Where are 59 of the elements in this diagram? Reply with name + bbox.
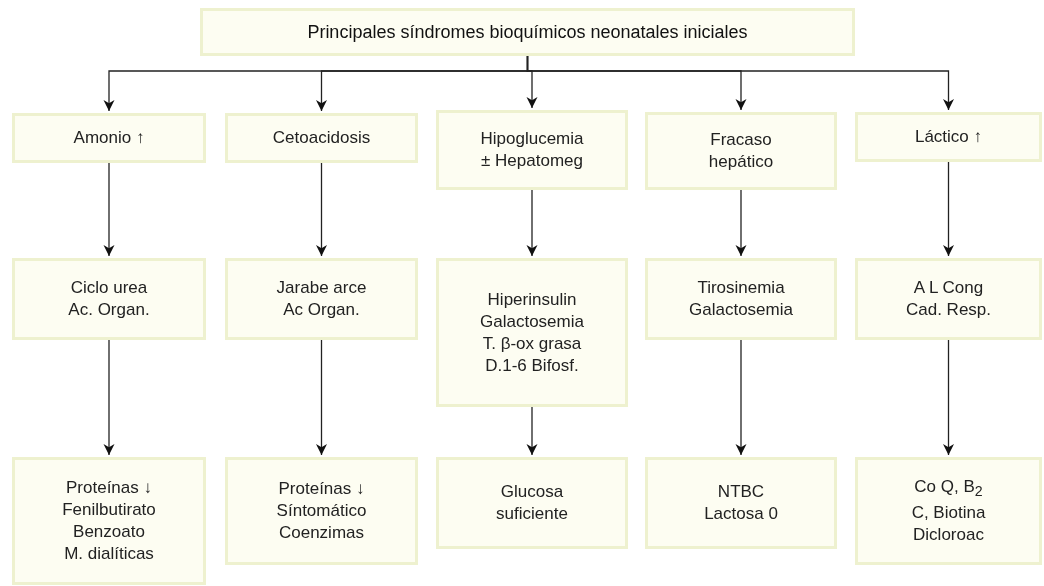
- box-text: Amonio ↑: [73, 127, 145, 149]
- treatment-box: [645, 457, 837, 549]
- box-text: Galactosemia: [480, 310, 584, 333]
- box-text: suficiente: [496, 503, 568, 525]
- treatment-box: [12, 457, 206, 585]
- treatment-box: [436, 457, 628, 549]
- box-text: T. β-ox grasa: [482, 332, 582, 355]
- heading-text: Principales síndromes bioquímicos neonatales iniciales: [307, 21, 748, 43]
- diagnosis-box: [225, 258, 418, 340]
- box-text: Fenilbutirato: [62, 499, 156, 521]
- box-text: D.1-6 Bifosf.: [485, 354, 579, 377]
- box-text: Síntomático: [276, 500, 367, 522]
- arrow: [103, 162, 115, 257]
- box-text: Fracaso hepático: [707, 129, 775, 173]
- box-text: A L Cong: [913, 277, 984, 299]
- diagnosis-box: [645, 258, 837, 340]
- box-text: Dicloroac: [913, 524, 984, 547]
- box-text: Hiperinsulin: [487, 288, 577, 311]
- box-text: Lactosa 0: [704, 503, 778, 525]
- box-text: Proteínas ↓: [278, 478, 365, 500]
- box-text: Cad. Resp.: [905, 299, 991, 321]
- syndrome-box: [645, 112, 837, 190]
- box-text: Benzoato: [73, 521, 145, 543]
- syndrome-box: [225, 113, 418, 163]
- arrow: [943, 161, 954, 257]
- box-text: Galactosemia: [689, 299, 793, 321]
- syndrome-box: [855, 112, 1042, 162]
- arrow: [316, 162, 327, 257]
- arrow: [526, 55, 954, 111]
- syndrome-box: [12, 113, 206, 163]
- box-text: Tirosinemia: [697, 277, 785, 299]
- arrow: [526, 189, 538, 257]
- diagnosis-box: [855, 258, 1042, 340]
- arrow: [735, 189, 747, 257]
- box-text: Ac Organ.: [283, 299, 360, 321]
- box-text: Hipoglucemia ± Hepatomeg: [480, 128, 584, 172]
- arrow: [103, 339, 115, 456]
- box-text: Láctico ↑: [914, 126, 983, 148]
- diagnosis-box: [12, 258, 206, 340]
- arrow: [735, 339, 747, 456]
- box-text: Coenzimas: [278, 522, 364, 544]
- arrow: [316, 339, 327, 456]
- arrow: [526, 406, 538, 456]
- treatment-box: [225, 457, 418, 565]
- arrow: [943, 339, 954, 456]
- syndrome-box: [436, 110, 628, 190]
- box-text: Co Q, B$_{2}$: [914, 475, 983, 502]
- box-text: Proteínas ↓: [66, 477, 152, 499]
- treatment-box: [855, 457, 1042, 565]
- box-text: Ciclo urea: [70, 277, 148, 299]
- box-text: Jarabe arce: [276, 277, 367, 299]
- box-text: NTBC: [717, 481, 765, 503]
- title-box: [200, 8, 855, 56]
- box-text: Cetoacidosis: [272, 127, 371, 149]
- box-text: Ac. Organ.: [68, 299, 150, 321]
- box-text: Glucosa: [500, 481, 564, 503]
- box-text: C, Biotina: [911, 502, 986, 525]
- box-text: M. dialíticas: [64, 543, 154, 565]
- diagnosis-box: [436, 258, 628, 407]
